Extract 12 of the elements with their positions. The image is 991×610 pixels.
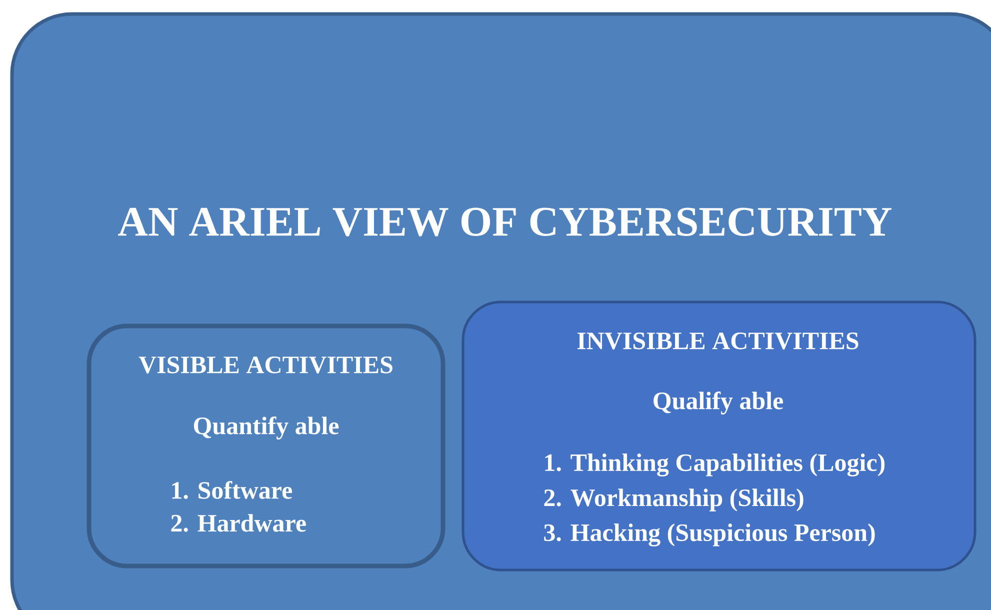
list-item: 1. Software	[172, 481, 292, 499]
heading: VISIBLE ACTIVITIES	[138, 356, 392, 374]
rounded-box	[462, 300, 976, 572]
subheading: Qualify able	[654, 392, 783, 414]
list-item: 1. Thinking Capabilities (Logic)	[545, 454, 885, 476]
subheading: Quantify able	[194, 416, 339, 440]
heading: INVISIBLE ACTIVITIES	[577, 332, 858, 350]
rounded-box	[86, 324, 446, 568]
list-item: 2. Hardware	[171, 514, 306, 532]
list-item: 3. Hacking (Suspicious Person)	[544, 524, 875, 546]
title: AN ARIEL VIEW OF CYBERSECURITY	[118, 208, 892, 236]
list-item: 2. Workmanship (Skills)	[544, 488, 804, 512]
